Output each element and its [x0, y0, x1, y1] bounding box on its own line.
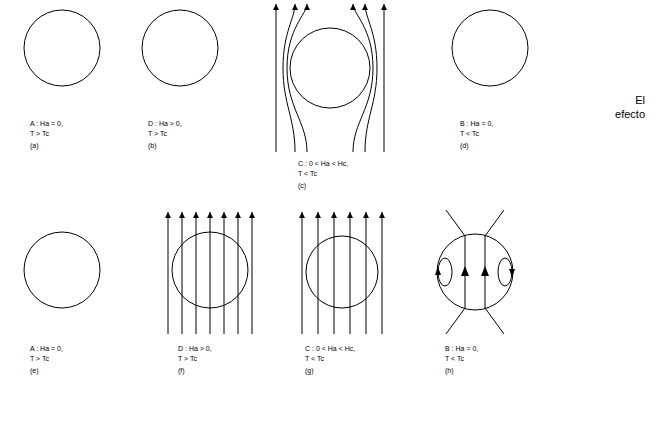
- field-line: [302, 212, 303, 334]
- field-line: [287, 4, 307, 152]
- field-line: [283, 4, 295, 152]
- current-loop: [438, 258, 452, 286]
- field-line: [238, 212, 239, 334]
- arrow-head: [481, 266, 489, 276]
- field-line: [446, 308, 465, 334]
- sample-circle: [306, 236, 378, 308]
- field-lines: [168, 212, 252, 334]
- field-line: [350, 212, 351, 334]
- field-line: [384, 4, 385, 152]
- field-lines: [302, 212, 382, 334]
- temperature-label: T > Tc: [178, 355, 197, 363]
- body-text: El efecto: [607, 94, 645, 122]
- condition-label: A : Ha = 0,: [30, 345, 63, 353]
- field-line: [252, 212, 253, 334]
- trapped-flux: [438, 210, 512, 334]
- sample-circle: [24, 10, 100, 86]
- panel-letter: (g): [305, 367, 314, 375]
- condition-label: B : Ha = 0,: [460, 120, 493, 128]
- arrow-heads: [435, 266, 515, 277]
- condition-label: B : Ha = 0,: [445, 345, 478, 353]
- condition-label: C : 0 < Ha < Hc,: [305, 345, 355, 353]
- sample-circle: [452, 10, 528, 86]
- field-line: [485, 308, 504, 334]
- field-line: [485, 210, 504, 236]
- sample-circle: [24, 232, 100, 308]
- temperature-label: T > Tc: [148, 130, 167, 138]
- temperature-label: T > Tc: [30, 355, 49, 363]
- field-lines: [276, 4, 384, 152]
- condition-label: C : 0 < Ha < Hc,: [298, 160, 348, 168]
- field-line: [318, 212, 319, 334]
- panel-letter: (e): [30, 367, 39, 375]
- temperature-label: T < Tc: [445, 355, 464, 363]
- arrow-head: [461, 266, 469, 276]
- temperature-label: T < Tc: [305, 355, 324, 363]
- arrow-head: [435, 267, 441, 275]
- field-line: [196, 212, 197, 334]
- panel-letter: (h): [445, 367, 454, 375]
- condition-label: D : Ha > 0,: [178, 345, 212, 353]
- sample-circle: [290, 28, 370, 108]
- field-line: [224, 212, 225, 334]
- sample-circle: [437, 234, 513, 310]
- field-line: [182, 212, 183, 334]
- temperature-label: T < Tc: [460, 130, 479, 138]
- field-line: [382, 212, 383, 334]
- panel-letter: (c): [298, 182, 306, 190]
- field-line: [168, 212, 169, 334]
- current-loop: [498, 258, 512, 286]
- panel-letter: (f): [178, 367, 185, 375]
- temperature-label: T > Tc: [30, 130, 49, 138]
- field-line: [276, 4, 277, 152]
- sample-circle: [142, 10, 218, 86]
- condition-label: A : Ha = 0,: [30, 120, 63, 128]
- panel-letter: (d): [460, 142, 469, 150]
- field-line: [334, 212, 335, 334]
- arrow-head: [509, 269, 515, 277]
- panel-letter: (b): [148, 142, 157, 150]
- field-line: [365, 4, 377, 152]
- field-line: [446, 210, 465, 236]
- temperature-label: T < Tc: [298, 170, 317, 178]
- panel-letter: (a): [30, 142, 39, 150]
- field-line: [210, 212, 211, 334]
- field-line: [366, 212, 367, 334]
- condition-label: D : Ha > 0,: [148, 120, 182, 128]
